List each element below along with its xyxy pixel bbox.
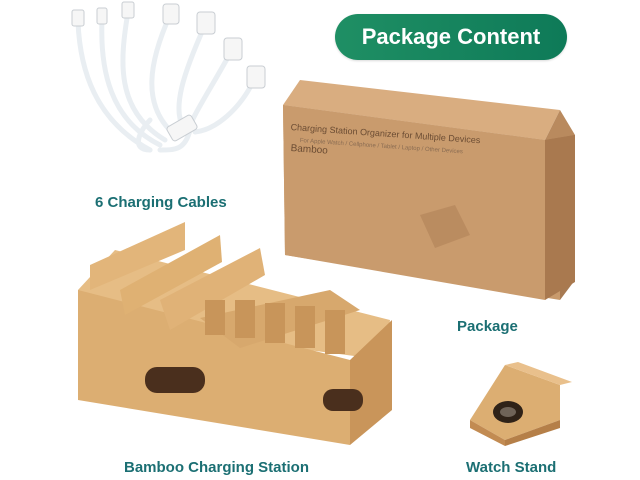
watch-stand [470, 362, 572, 446]
bamboo-charging-station [78, 222, 392, 445]
package-box [283, 80, 575, 300]
caption-package: Package [457, 318, 518, 335]
package-content-badge: Package Content [335, 14, 567, 60]
caption-watch-stand: Watch Stand [466, 459, 557, 476]
caption-bamboo-charging-station: Bamboo Charging Station [124, 459, 309, 476]
badge-title: Package Content [361, 24, 541, 49]
caption-charging-cables: 6 Charging Cables [95, 194, 227, 211]
cable-connectors [71, 1, 266, 142]
